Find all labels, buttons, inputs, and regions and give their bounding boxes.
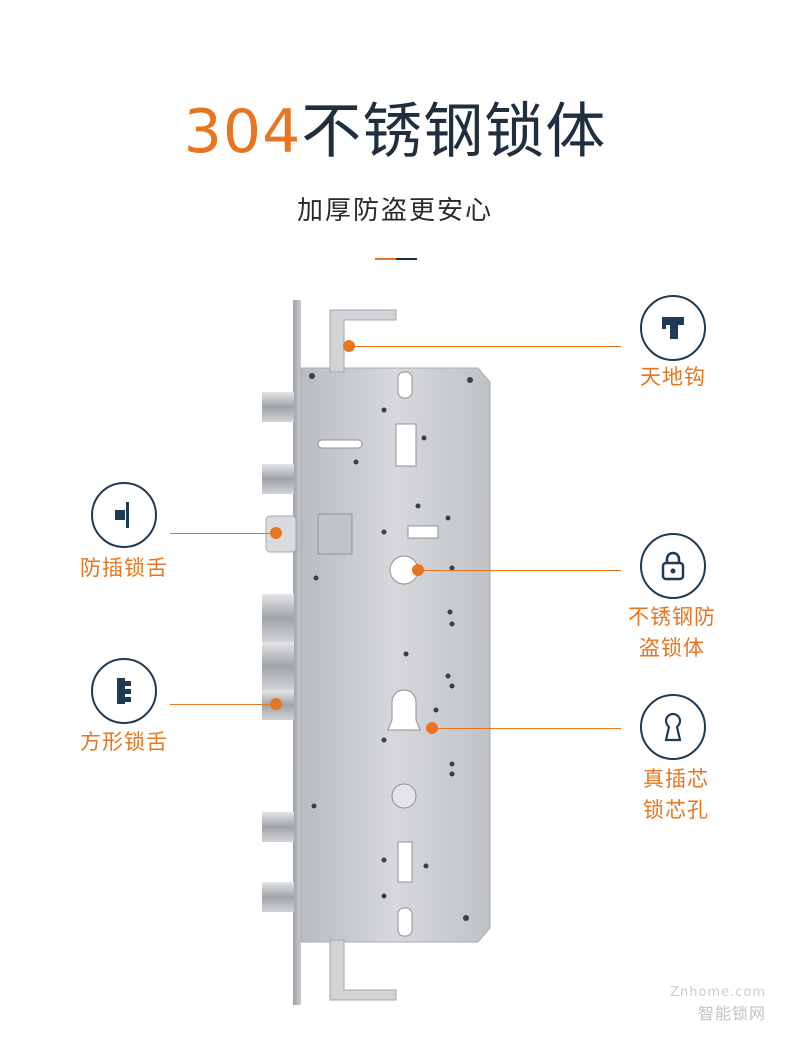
- title-divider: [375, 258, 417, 260]
- bolt-7: [262, 882, 294, 912]
- watermark-line2: 智能锁网: [697, 1004, 766, 1023]
- anti-pick-callout-line: [170, 533, 274, 534]
- cylinder-label-line1: 真插芯: [643, 767, 709, 791]
- bolt-2: [262, 464, 294, 494]
- stainless-callout-line: [418, 570, 621, 571]
- square-bolt-callout-line: [170, 704, 274, 705]
- cylinder-hole: [387, 689, 421, 731]
- top-hook: [329, 309, 397, 373]
- cylinder-callout-line: [432, 728, 621, 729]
- watermark: Znhome.com 智能锁网: [670, 985, 766, 1024]
- stainless-label-line2: 盗锁体: [639, 636, 705, 660]
- cylinder-label: 真插芯 锁芯孔: [626, 764, 726, 826]
- bolt-6: [262, 812, 294, 842]
- hook-icon: [640, 295, 706, 361]
- title-text: 不锈钢锁体: [301, 97, 607, 167]
- bolt-4: [262, 642, 294, 690]
- watermark-line1: Znhome.com: [670, 985, 766, 1000]
- bottom-hook: [329, 939, 397, 1001]
- square-bolt-icon: [91, 658, 157, 724]
- square-bolt-callout-dot: [270, 698, 282, 710]
- stainless-label-line1: 不锈钢防: [628, 605, 716, 629]
- anti-pick-callout-dot: [270, 527, 282, 539]
- latch-icon: [91, 482, 157, 548]
- page-subtitle: 加厚防盗更安心: [296, 196, 493, 226]
- padlock-icon: [640, 533, 706, 599]
- title-number: 304: [183, 97, 302, 167]
- bolt-1: [262, 392, 294, 422]
- stainless-label: 不锈钢防 盗锁体: [622, 602, 722, 664]
- square-bolt-label: 方形锁舌: [80, 730, 168, 754]
- cylinder-label-line2: 锁芯孔: [643, 798, 709, 822]
- hook-label: 天地钩: [640, 365, 706, 389]
- anti-pick-label: 防插锁舌: [80, 556, 168, 580]
- bolt-3: [262, 594, 294, 642]
- hook-callout-line: [349, 346, 621, 347]
- page-title: 304不锈钢锁体: [0, 92, 790, 172]
- faceplate: [293, 300, 301, 1005]
- lock-case: [300, 367, 491, 943]
- keyhole-icon: [640, 694, 706, 760]
